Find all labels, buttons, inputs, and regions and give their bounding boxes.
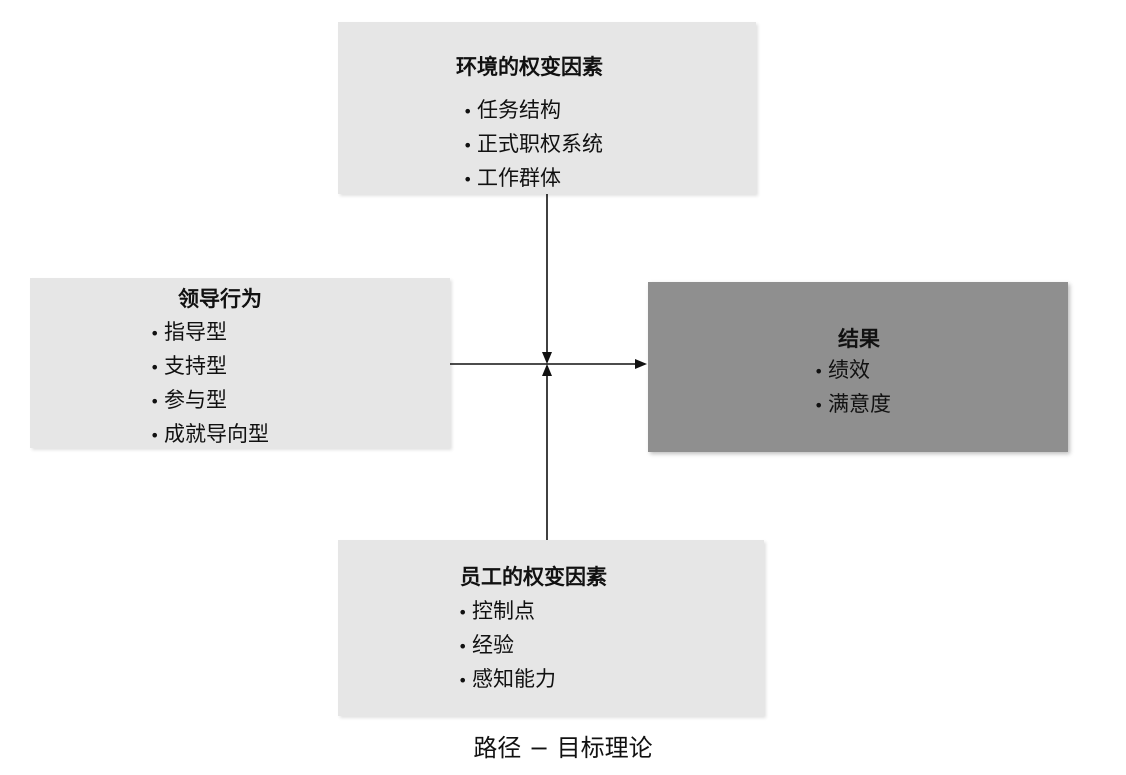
- employee-contingency-box: 员工的权变因素 •控制点 •经验 •感知能力: [338, 540, 764, 716]
- list-item: •指导型: [150, 316, 269, 350]
- bullet-icon: •: [150, 324, 160, 343]
- employee-item-3: 感知能力: [472, 667, 556, 691]
- list-item: •满意度: [814, 388, 891, 422]
- bullet-icon: •: [814, 362, 824, 381]
- list-item: •感知能力: [458, 663, 556, 697]
- leader-item-2: 支持型: [164, 354, 227, 378]
- bullet-icon: •: [463, 136, 473, 155]
- bullet-icon: •: [458, 671, 468, 690]
- employee-item-2: 经验: [472, 633, 514, 657]
- bullet-icon: •: [463, 170, 473, 189]
- environment-item-3: 工作群体: [477, 166, 561, 190]
- leader-item-1: 指导型: [164, 320, 227, 344]
- leader-item-3: 参与型: [164, 388, 227, 412]
- leader-title: 领导行为: [178, 287, 262, 311]
- bullet-icon: •: [150, 392, 160, 411]
- leader-item-4: 成就导向型: [164, 422, 269, 446]
- list-item: •正式职权系统: [463, 128, 603, 162]
- environment-item-2: 正式职权系统: [477, 132, 603, 156]
- list-item: •绩效: [814, 354, 891, 388]
- list-item: •参与型: [150, 384, 269, 418]
- employee-title: 员工的权变因素: [460, 565, 607, 589]
- employee-item-1: 控制点: [472, 599, 535, 623]
- leader-behavior-box: 领导行为 •指导型 •支持型 •参与型 •成就导向型: [30, 278, 450, 448]
- list-item: •任务结构: [463, 94, 603, 128]
- bullet-icon: •: [458, 637, 468, 656]
- list-item: •成就导向型: [150, 418, 269, 452]
- figure-caption: 路径 − 目标理论: [473, 734, 653, 762]
- leader-list: •指导型 •支持型 •参与型 •成就导向型: [150, 316, 269, 452]
- outcome-item-1: 绩效: [828, 358, 870, 382]
- bullet-icon: •: [814, 396, 824, 415]
- environment-item-1: 任务结构: [477, 98, 561, 122]
- employee-list: •控制点 •经验 •感知能力: [458, 595, 556, 697]
- list-item: •控制点: [458, 595, 556, 629]
- bullet-icon: •: [458, 603, 468, 622]
- outcome-box: 结果 •绩效 •满意度: [648, 282, 1068, 452]
- environment-title: 环境的权变因素: [456, 55, 603, 79]
- environment-list: •任务结构 •正式职权系统 •工作群体: [463, 94, 603, 196]
- list-item: •经验: [458, 629, 556, 663]
- outcome-item-2: 满意度: [828, 392, 891, 416]
- list-item: •支持型: [150, 350, 269, 384]
- bullet-icon: •: [463, 102, 473, 121]
- bullet-icon: •: [150, 426, 160, 445]
- environment-contingency-box: 环境的权变因素 •任务结构 •正式职权系统 •工作群体: [338, 22, 756, 194]
- outcome-list: •绩效 •满意度: [814, 354, 891, 422]
- list-item: •工作群体: [463, 162, 603, 196]
- bullet-icon: •: [150, 358, 160, 377]
- outcome-title: 结果: [838, 327, 880, 351]
